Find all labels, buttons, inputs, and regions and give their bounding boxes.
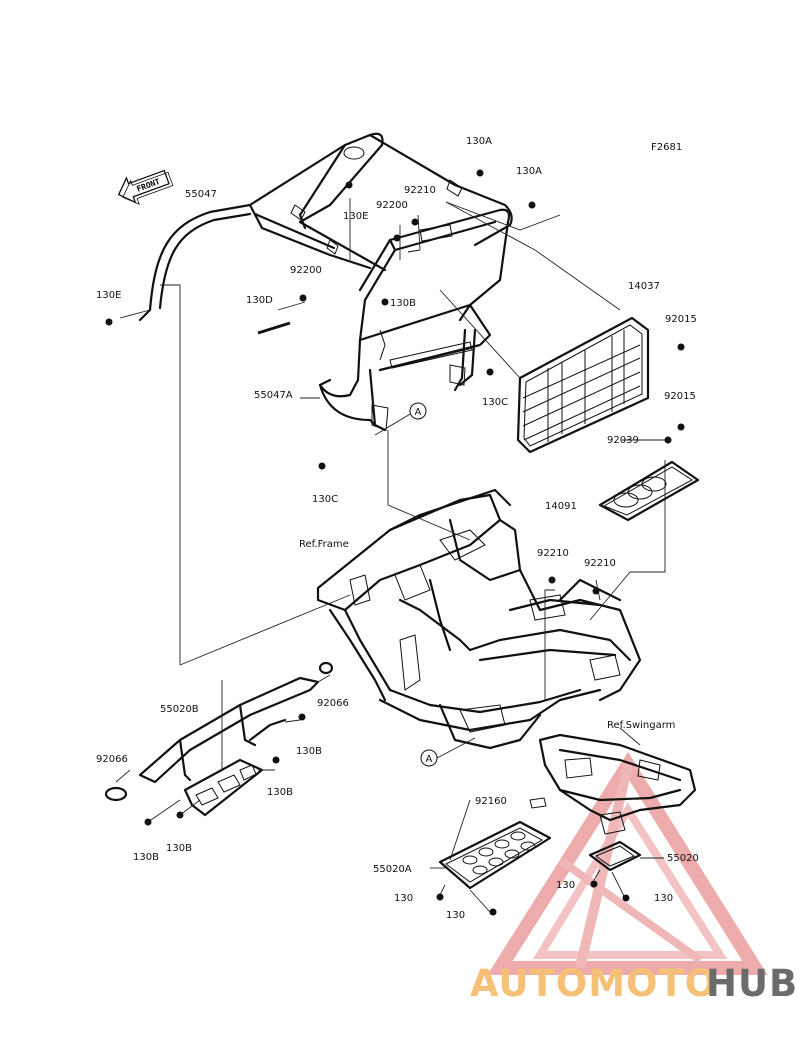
part-label: 130B [166,843,192,854]
part-label: 92066 [96,754,128,765]
part-label: 130D [246,295,273,306]
circle-a-marker: A [409,402,427,420]
front-arrow-icon: FRONT [117,169,174,205]
front-guard-55020b [104,661,334,817]
part-label: 130A [466,136,492,147]
svg-text:A: A [415,407,422,418]
watermark-logo [487,751,768,975]
rear-cage-55047a [318,208,511,432]
part-label: 55020A [373,864,412,875]
part-label: 130C [482,397,508,408]
watermark-text: AUTOMOTO HUB [470,962,798,1005]
svg-text:HUB: HUB [706,962,798,1005]
part-label: 130B [390,298,416,309]
svg-text:AUTOMOTO: AUTOMOTO [470,962,717,1005]
part-label: 130A [516,166,542,177]
part-label: 92015 [664,391,696,402]
fasteners [105,169,685,916]
part-label: 14037 [628,281,660,292]
part-label: 130E [343,211,368,222]
roll-cage-55047 [138,132,513,322]
part-label: 92039 [607,435,639,446]
part-label: 92066 [317,698,349,709]
part-label: 92160 [475,796,507,807]
part-label: 55047A [254,390,293,401]
part-label: 14091 [545,501,577,512]
svg-text:A: A [426,754,433,765]
part-label: 92210 [584,558,616,569]
main-frame [316,488,642,750]
ref-frame-label: Ref.Frame [299,539,349,550]
leader-lines [115,198,666,913]
part-label: 130 [556,880,575,891]
part-label: 130 [446,910,465,921]
part-label: 130B [267,787,293,798]
part-label: 130B [296,746,322,757]
figure-code: F2681 [651,142,682,153]
pad-14091 [598,460,700,522]
part-label: 92200 [290,265,322,276]
ref-swingarm-label: Ref.Swingarm [607,720,675,731]
part-label: 55047 [185,189,217,200]
skid-plate-55020a [438,797,552,890]
circle-a-marker: A [420,749,438,767]
part-label: 92210 [537,548,569,559]
cargo-grille-14037 [516,316,650,454]
part-label: 130C [312,494,338,505]
part-labels: 55047 130A 130A 92210 92200 130E 92200 1… [96,136,699,921]
part-label: 130 [394,893,413,904]
part-label: 55020 [667,853,699,864]
part-label: 130E [96,290,121,301]
part-label: 92210 [404,185,436,196]
part-label: 92200 [376,200,408,211]
part-label: 130 [654,893,673,904]
part-label: 55020B [160,704,199,715]
part-label: 130B [133,852,159,863]
swingarm [538,733,697,835]
plate-55020 [588,840,642,872]
part-label: 92015 [665,314,697,325]
